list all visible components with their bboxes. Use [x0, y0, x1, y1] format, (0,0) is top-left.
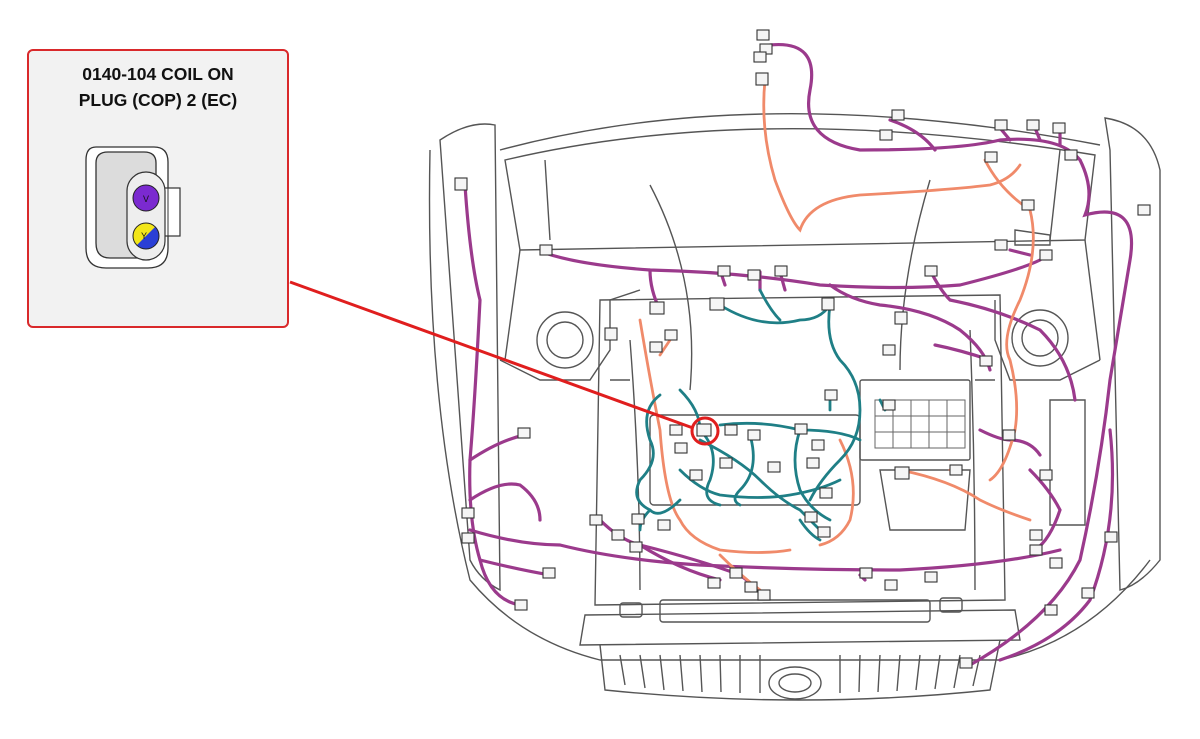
- highlight-ring: [690, 416, 720, 446]
- harness-wires-purple: [463, 42, 1133, 667]
- harness-connectors: [454, 29, 1151, 669]
- callout-leader: [289, 280, 720, 446]
- callout-title: 0140-104 COIL ON PLUG (COP) 2 (EC): [78, 64, 238, 110]
- pin-1-terminal: [133, 223, 159, 249]
- pin-2-letter: V: [143, 194, 149, 204]
- fuse-box-grid: [874, 399, 966, 449]
- connector-face: V Y: [85, 146, 181, 269]
- pin-1-letter: Y: [141, 231, 147, 241]
- pin-2-terminal: [132, 184, 160, 212]
